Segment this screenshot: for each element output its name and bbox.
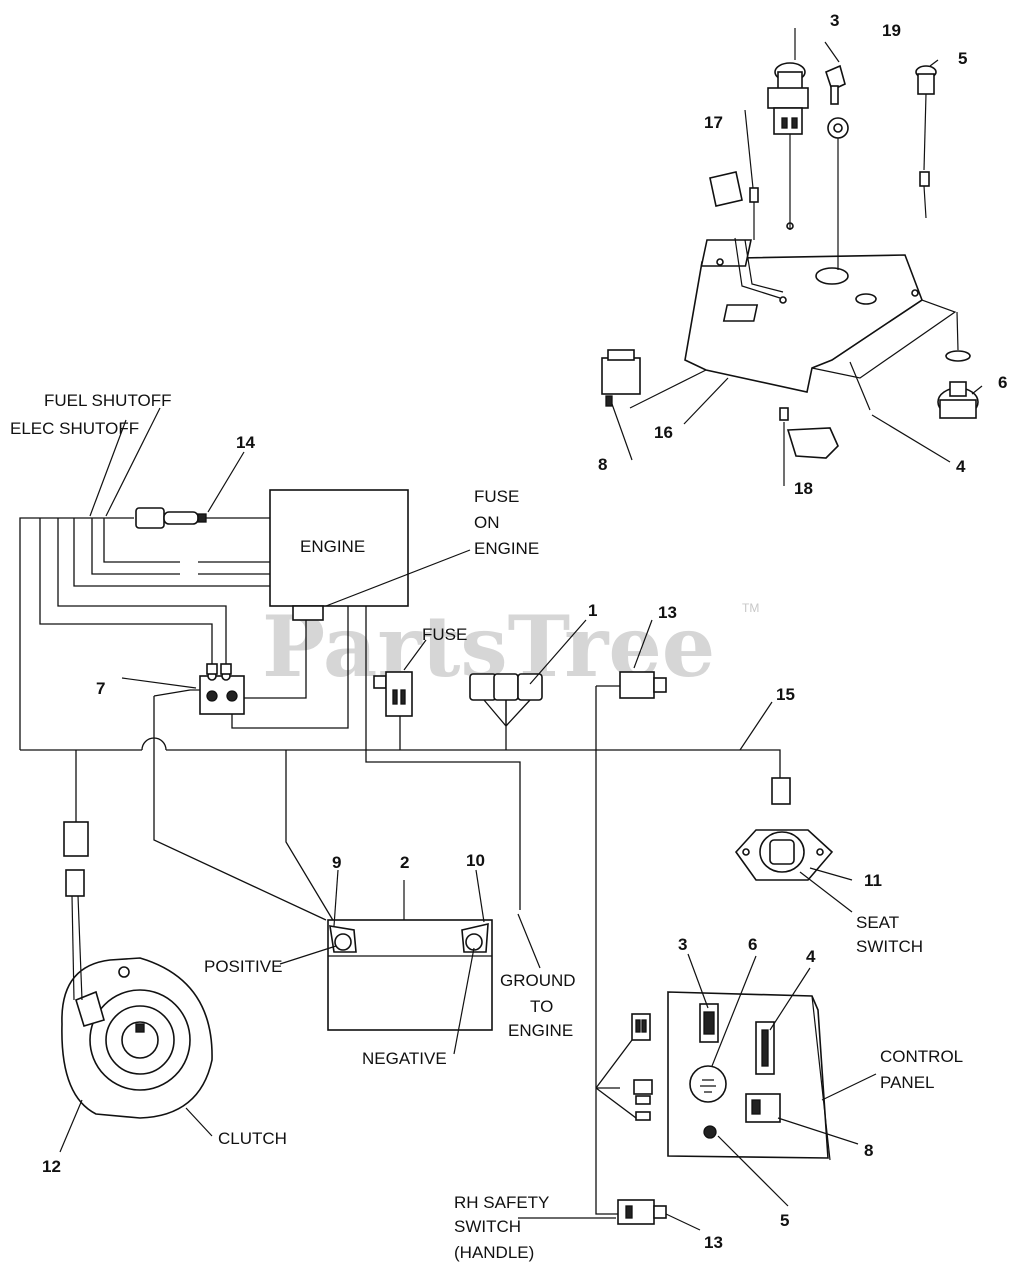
- part-19-key: [825, 64, 849, 139]
- dash-panel-assembly: [601, 28, 983, 486]
- fuse-label: FUSE: [422, 625, 467, 644]
- ground-to-engine-label-3: ENGINE: [508, 1021, 573, 1040]
- part-12-clutch: [61, 821, 213, 1119]
- part-2-battery: [327, 919, 493, 1031]
- callout-19: 19: [882, 21, 901, 40]
- part-13-rh-safety-switch: [617, 1199, 667, 1225]
- elec-shutoff-label: ELEC SHUTOFF: [10, 419, 139, 438]
- callout-18: 18: [794, 479, 813, 498]
- engine-fuse: [292, 605, 324, 621]
- part-8-switch: [601, 349, 641, 407]
- panel-harness-connectors: [631, 1013, 653, 1121]
- positive-label: POSITIVE: [204, 957, 282, 976]
- panel-ignition-hole: [689, 1065, 727, 1103]
- part-18-clip: [786, 427, 839, 459]
- callout-6-top: 6: [998, 373, 1007, 392]
- rh-safety-switch-label-1: RH SAFETY: [454, 1193, 549, 1212]
- part-pad: [709, 171, 743, 207]
- fuse-on-engine-label-2: ON: [474, 513, 500, 532]
- callout-2: 2: [400, 853, 409, 872]
- ground-to-engine-label-2: TO: [530, 997, 553, 1016]
- part-14-connector: [135, 507, 207, 529]
- fuse-on-engine-label-3: ENGINE: [474, 539, 539, 558]
- part-6-ignition-switch: [937, 350, 979, 419]
- rh-safety-switch-label-3: (HANDLE): [454, 1243, 534, 1262]
- panel-round-opening: [815, 267, 849, 285]
- part-17-screw: [749, 187, 759, 203]
- part-3-pto-switch: [767, 62, 809, 135]
- callout-17: 17: [704, 113, 723, 132]
- callout-13-bottom: 13: [704, 1233, 723, 1252]
- part-11-seat-switch: [734, 829, 834, 881]
- leader-lines: [59, 407, 877, 1231]
- engine-box: [269, 489, 409, 607]
- callout-14: 14: [236, 433, 255, 452]
- callout-12: 12: [42, 1157, 61, 1176]
- control-panel-label-1: CONTROL: [880, 1047, 963, 1066]
- callout-5-top: 5: [958, 49, 967, 68]
- callout-4-panel: 4: [806, 947, 816, 966]
- callout-16: 16: [654, 423, 673, 442]
- watermark-trademark: TM: [742, 601, 759, 615]
- harness-wires: [19, 517, 781, 1215]
- callout-9: 9: [332, 853, 341, 872]
- panel-switch-opening: [700, 239, 752, 267]
- part-7-solenoid: [190, 663, 245, 715]
- engine-label: ENGINE: [300, 537, 365, 556]
- callout-13-top: 13: [658, 603, 677, 622]
- callout-3-panel: 3: [678, 935, 687, 954]
- callout-8-top: 8: [598, 455, 607, 474]
- fuse-on-engine-label-1: FUSE: [474, 487, 519, 506]
- control-panel-label-2: PANEL: [880, 1073, 935, 1092]
- callout-1: 1: [588, 601, 597, 620]
- part-13-switch-top: [619, 671, 667, 699]
- fuel-shutoff-label: FUEL SHUTOFF: [44, 391, 172, 410]
- rh-safety-switch-label-2: SWITCH: [454, 1217, 521, 1236]
- control-panel: [667, 991, 831, 1161]
- part-15-connector: [771, 777, 791, 805]
- callout-7: 7: [96, 679, 105, 698]
- callout-15: 15: [776, 685, 795, 704]
- negative-label: NEGATIVE: [362, 1049, 447, 1068]
- fuse-holder: [373, 671, 413, 717]
- callout-11: 11: [864, 871, 882, 890]
- callout-5-panel: 5: [780, 1211, 789, 1230]
- callout-4-top: 4: [956, 457, 966, 476]
- ground-to-engine-label-1: GROUND: [500, 971, 576, 990]
- callout-3-top: 3: [830, 11, 839, 30]
- part-5-indicator: [915, 65, 937, 219]
- callout-10: 10: [466, 851, 485, 870]
- part-1-relays: [469, 673, 543, 701]
- callout-6-panel: 6: [748, 935, 757, 954]
- callout-8-panel: 8: [864, 1141, 873, 1160]
- seat-switch-label-2: SWITCH: [856, 937, 923, 956]
- seat-switch-label-1: SEAT: [856, 913, 899, 932]
- clutch-label: CLUTCH: [218, 1129, 287, 1148]
